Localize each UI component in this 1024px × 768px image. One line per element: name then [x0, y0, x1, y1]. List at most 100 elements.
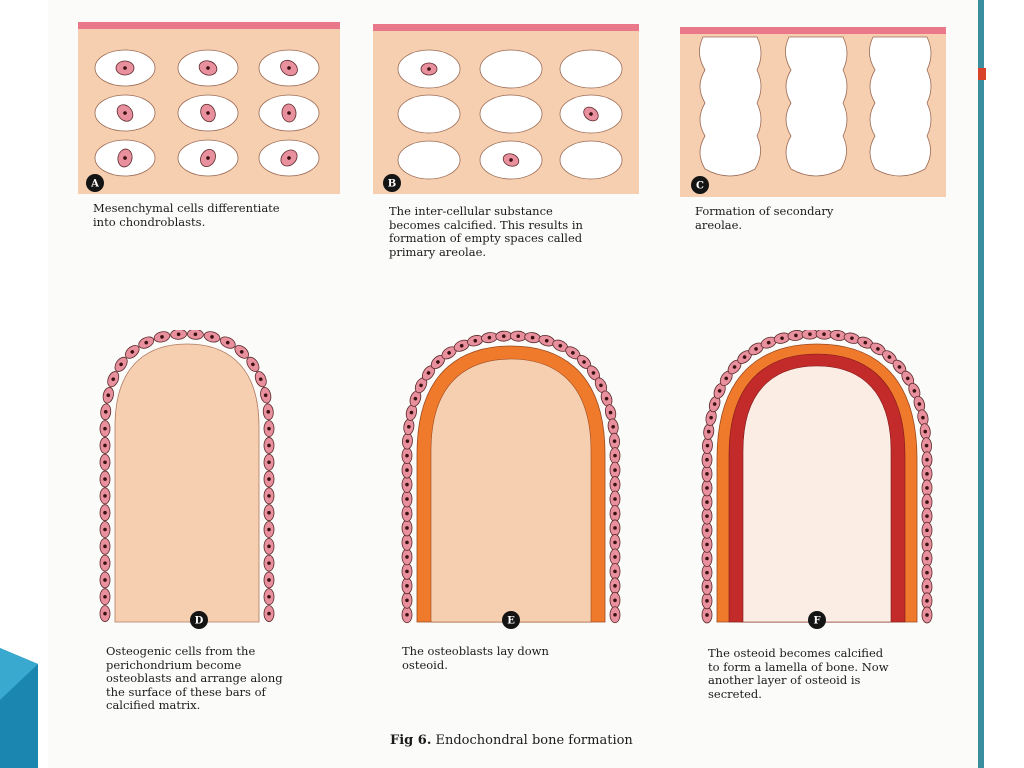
cell	[401, 447, 413, 465]
cell-nucleus	[103, 410, 108, 414]
cell-nucleus	[516, 334, 521, 338]
panel-letter-badge: D	[190, 611, 208, 629]
cell-nucleus	[613, 497, 617, 501]
cell	[576, 354, 592, 370]
cell	[701, 479, 713, 497]
cell-nucleus	[103, 561, 107, 565]
cell-nucleus	[267, 544, 271, 549]
cell-nucleus	[419, 383, 423, 388]
cell-nucleus	[613, 453, 617, 458]
panel-c: C	[680, 27, 946, 197]
cell	[116, 104, 134, 122]
cell	[200, 149, 216, 167]
cell-nucleus	[613, 569, 617, 574]
cell	[609, 606, 621, 624]
cell	[609, 461, 621, 479]
cell-nucleus	[405, 598, 409, 603]
cell-nucleus	[144, 340, 149, 345]
secondary-areola	[699, 36, 762, 177]
cell	[254, 371, 267, 388]
cell-nucleus	[612, 439, 617, 443]
cell-nucleus	[808, 332, 812, 336]
cell	[263, 571, 275, 589]
chondroblast	[280, 149, 298, 167]
cell-nucleus	[251, 362, 255, 367]
cell-nucleus	[487, 335, 492, 340]
cell-nucleus	[732, 365, 737, 369]
marrow-space	[742, 365, 892, 623]
chondroblast	[281, 103, 297, 123]
cell-nucleus	[427, 67, 431, 71]
cell	[607, 418, 619, 436]
cell-nucleus	[925, 500, 929, 504]
primary-areola	[397, 94, 461, 134]
cell	[509, 330, 527, 342]
cell	[187, 330, 204, 340]
panel-b: B	[373, 24, 639, 194]
cell-nucleus	[925, 556, 929, 561]
cell-nucleus	[613, 526, 617, 530]
cell	[701, 564, 713, 582]
panel-letter: A	[90, 179, 99, 190]
chondroblast	[116, 104, 134, 122]
panel-letter: E	[507, 616, 515, 627]
cell	[263, 537, 275, 555]
panel-a-caption: Mesenchymal cells differentiate into cho…	[93, 201, 280, 229]
cell	[921, 507, 933, 525]
panel-letter-badge: F	[808, 611, 826, 629]
cell-nucleus	[925, 599, 929, 603]
cell-nucleus	[405, 468, 409, 472]
cell-nucleus	[925, 613, 929, 617]
panel-a: A	[78, 22, 340, 194]
cell	[246, 356, 260, 372]
cell-nucleus	[925, 472, 929, 476]
osteoblast-layer	[99, 330, 275, 622]
cell	[153, 331, 171, 343]
cell	[401, 548, 413, 566]
cell	[99, 521, 111, 538]
panel-c-caption: Formation of secondary areolae.	[695, 204, 834, 232]
cell	[921, 564, 933, 582]
cell-nucleus	[193, 332, 198, 337]
cell-nucleus	[447, 351, 451, 355]
cell	[401, 505, 413, 522]
cell-nucleus	[905, 376, 910, 381]
cell-nucleus	[405, 569, 409, 574]
cell	[524, 332, 541, 344]
cell-nucleus	[473, 338, 478, 343]
cell-nucleus	[705, 556, 709, 561]
cell	[815, 330, 833, 340]
cell-nucleus	[724, 376, 729, 381]
cell-nucleus	[897, 365, 902, 369]
cell-nucleus	[876, 347, 880, 351]
letter-badge-circle	[691, 176, 709, 194]
cell-nucleus	[582, 360, 586, 364]
cell-nucleus	[426, 371, 431, 375]
cell	[99, 453, 111, 471]
panel-letter-badge: A	[86, 174, 104, 192]
cell	[401, 476, 413, 493]
cell-nucleus	[705, 500, 709, 504]
chondroblast	[200, 149, 216, 167]
chondroblast	[583, 106, 599, 122]
cell-nucleus	[599, 383, 603, 388]
cell-nucleus	[705, 570, 709, 575]
cell-nucleus	[705, 528, 709, 533]
cell	[260, 386, 272, 404]
cell	[705, 409, 717, 426]
panel-e-diagram: E	[401, 330, 621, 629]
cell	[892, 359, 907, 375]
cell	[263, 554, 275, 572]
cell-nucleus	[925, 584, 929, 589]
cell-nucleus	[709, 415, 713, 420]
cell	[405, 404, 418, 421]
panel-e-caption: The osteoblasts lay down osteoid.	[402, 644, 549, 672]
cell-nucleus	[925, 542, 929, 547]
cell	[701, 451, 713, 469]
cell-nucleus	[887, 355, 892, 359]
cell	[263, 453, 275, 471]
cell	[107, 371, 120, 388]
cell-nucleus	[742, 355, 747, 359]
figure-caption: Fig 6. Endochondral bone formation	[390, 733, 633, 748]
cell-nucleus	[267, 443, 271, 448]
